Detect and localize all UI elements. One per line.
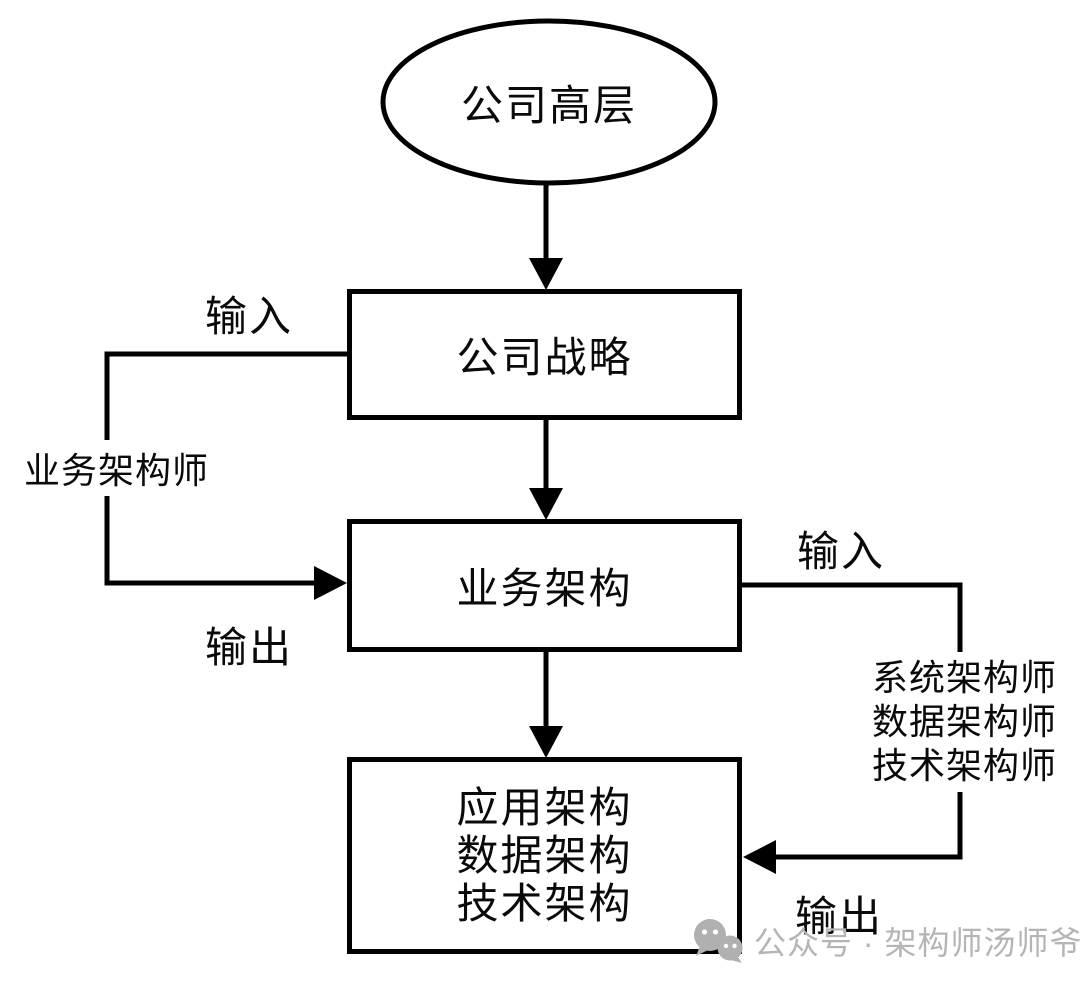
node-company-strategy-label: 公司战略 <box>456 334 633 381</box>
node-company-executives: 公司高层 <box>460 81 637 129</box>
arrowhead-down-strategy <box>529 258 563 290</box>
node-detail-architectures: 应用架构 数据架构 技术架构 <box>347 757 742 954</box>
watermark-text: 公众号 · 架构师汤师爷 <box>754 925 1080 961</box>
label-system-architect: 系统架构师 <box>872 657 1058 698</box>
watermark: 公众号 · 架构师汤师爷 <box>690 918 1080 964</box>
arrowhead-down-detail <box>529 726 563 758</box>
node-company-strategy: 公司战略 <box>347 289 742 420</box>
label-left-input: 输入 <box>205 293 294 340</box>
label-right-input: 输入 <box>797 528 886 575</box>
wechat-icon <box>694 919 743 963</box>
label-technology-architect: 技术架构师 <box>872 745 1058 786</box>
label-business-architect: 业务架构师 <box>20 440 214 496</box>
label-data-architect: 数据架构师 <box>872 701 1058 742</box>
arrowhead-right-business <box>314 566 347 600</box>
node-detail-line-application: 应用架构 <box>456 783 633 831</box>
node-detail-line-technology: 技术架构 <box>456 879 633 927</box>
node-business-architecture: 业务架构 <box>347 519 742 652</box>
node-detail-line-data: 数据架构 <box>456 831 633 879</box>
arrowhead-down-business <box>529 488 563 520</box>
label-right-output: 输出 <box>795 893 884 940</box>
label-right-architects: 系统架构师 数据架构师 技术架构师 <box>866 652 1064 792</box>
node-business-architecture-label: 业务架构 <box>456 565 633 612</box>
ellipse-company-executives <box>380 18 718 186</box>
arrowhead-left-detail <box>743 840 776 874</box>
label-left-output: 输出 <box>205 624 294 671</box>
